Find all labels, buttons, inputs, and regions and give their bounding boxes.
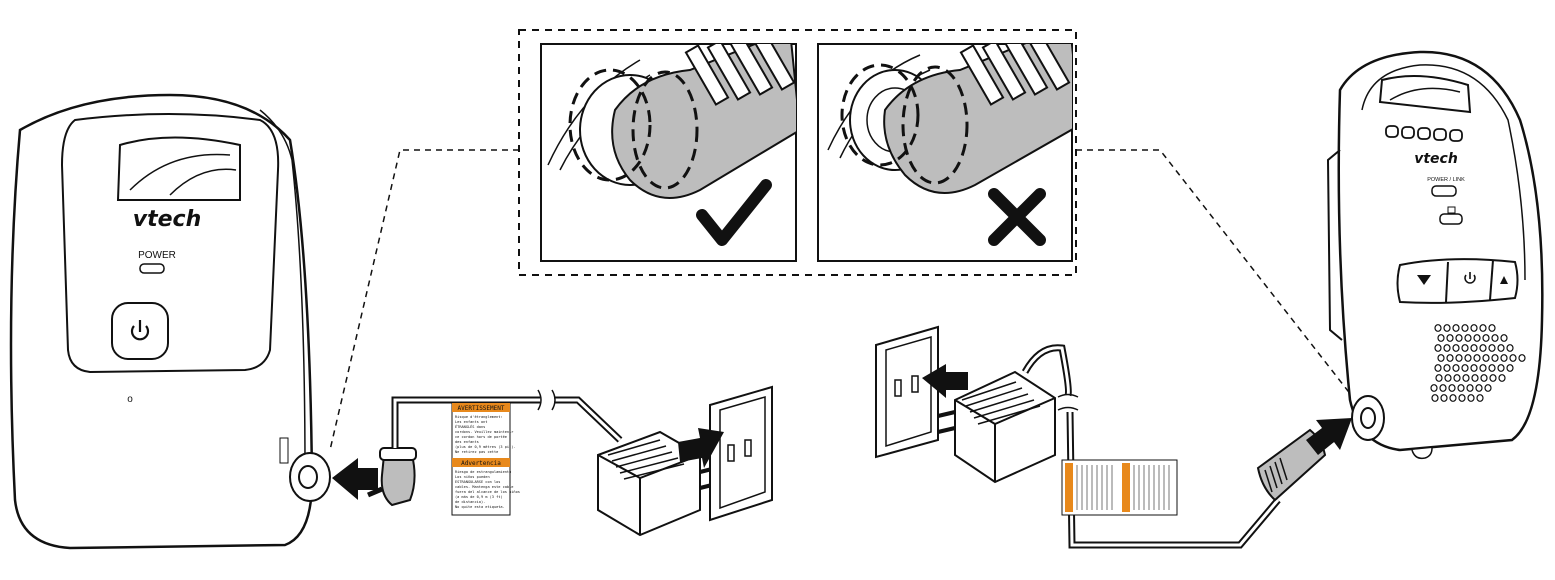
parent-unit-level-leds [1385,125,1463,142]
svg-text:Los niños pueden: Los niños pueden [455,475,490,479]
parent-unit-speaker-holes [1430,324,1526,402]
svg-text:de distancia).: de distancia). [455,500,485,504]
parent-unit-power-button[interactable] [1464,272,1476,284]
parent-unit: vtech POWER / LINK [1326,50,1544,460]
panel-correct-insertion [540,43,797,262]
insert-arrow-right [1306,418,1352,455]
parent-unit-power-jack [1351,395,1385,441]
parent-unit-battery-led [1439,213,1463,225]
checkmark-icon [696,179,772,246]
svg-text:Riesgo de estrangulamiento: Riesgo de estrangulamiento [455,470,511,474]
baby-unit-power-jack [289,452,331,502]
svg-text:Ne retirez pas cette: Ne retirez pas cette [455,450,498,454]
panel-incorrect-insertion [817,43,1073,262]
up-arrow-icon [1500,276,1508,284]
svg-text:Les enfants ont: Les enfants ont [455,420,487,424]
insert-arrow-left [332,458,378,500]
svg-text:cables. Mantenga este cable: cables. Mantenga este cable [455,485,513,489]
svg-text:(a más de 0,9 m (3 ft): (a más de 0,9 m (3 ft) [455,495,503,499]
parent-unit-power-link-led [1431,185,1457,197]
warning-heading-es: Advertencia [461,460,501,467]
baby-unit-power-led [139,263,165,274]
baby-unit-adapter-plug [367,389,623,507]
down-arrow-icon [1417,275,1431,285]
warning-heading-fr: AVERTISSEMENT [458,405,505,412]
svg-text:fuera del alcance de los niños: fuera del alcance de los niños [455,490,520,494]
power-icon [1464,272,1476,284]
svg-text:No quite esta etiqueta.: No quite esta etiqueta. [455,505,505,509]
wall-outlet-left [709,385,773,522]
power-icon [130,320,150,341]
svg-text:(plus de 0,9 mètres (3 pi)).: (plus de 0,9 mètres (3 pi)). [455,445,516,449]
parent-unit-brand-logo: vtech [1414,151,1458,167]
connector-detail-callout [329,29,1356,451]
warning-tag-left: AVERTISSEMENT Risque d'étranglement: Les… [451,402,520,516]
svg-text:ESTRANGULARSE con los: ESTRANGULARSE con los [455,480,500,484]
volume-up-button[interactable] [1500,276,1508,284]
battery-icon [1447,206,1456,214]
baby-unit-power-label: POWER [138,250,176,261]
x-mark-icon [988,188,1046,246]
svg-text:ce cordon hors de portée: ce cordon hors de portée [455,435,507,439]
warning-tag-right [1061,459,1178,516]
baby-unit-power-button[interactable] [111,302,169,360]
svg-text:ÉTRANGLÉS dans: ÉTRANGLÉS dans [455,424,485,429]
baby-unit: vtech POWER o [9,93,331,550]
insert-arrow-left-adapter [678,428,724,468]
svg-text:cordons. Veuillez maintenir: cordons. Veuillez maintenir [455,430,514,434]
baby-unit-power-adapter [597,430,717,537]
wall-outlet-right [875,325,939,459]
parent-unit-power-adapter [937,370,1056,484]
svg-text:Risque d'étranglement:: Risque d'étranglement: [455,415,503,419]
leader-line-right [1076,149,1356,401]
volume-down-button[interactable] [1417,275,1431,285]
parent-unit-power-link-label: POWER / LINK [1427,177,1465,183]
baby-unit-mic-mark: o [127,394,133,405]
leader-line-left [329,149,519,451]
baby-unit-brand-logo: vtech [133,207,201,232]
svg-text:des enfants: des enfants [455,440,479,444]
insert-arrow-right-adapter [922,364,968,398]
